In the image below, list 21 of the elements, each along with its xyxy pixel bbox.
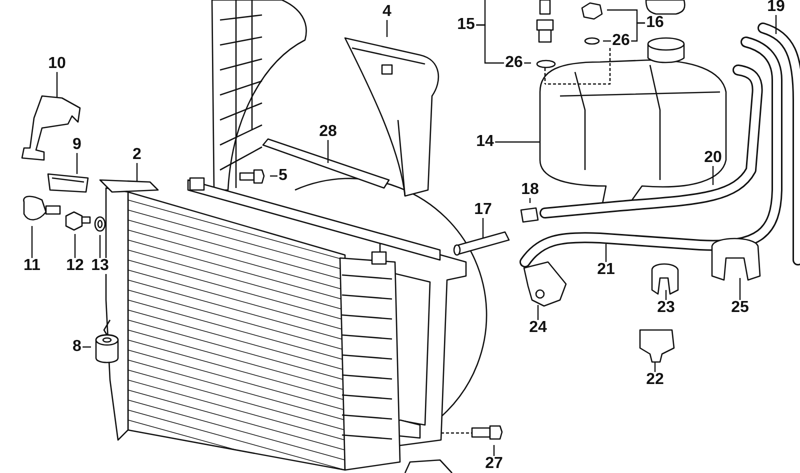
leader-line [537, 305, 539, 320]
leader-line [712, 166, 714, 185]
leader-line [630, 22, 646, 42]
callout-number: 13 [90, 258, 110, 274]
leader-line [605, 244, 607, 262]
leader-line [386, 20, 388, 37]
leader-line [739, 278, 741, 300]
leader-line [476, 24, 504, 64]
leader-line [493, 445, 495, 456]
leader-line [494, 141, 540, 143]
leader-line [482, 218, 484, 238]
leader-line [327, 140, 329, 163]
leader-line [31, 226, 33, 258]
leader-line [99, 235, 101, 258]
leader-line [56, 72, 58, 97]
leader-line [654, 362, 656, 372]
leader-line [775, 15, 777, 34]
leader-line [136, 163, 138, 182]
leader-line [74, 234, 76, 258]
leader-line [665, 290, 667, 300]
leader-line [76, 153, 78, 174]
